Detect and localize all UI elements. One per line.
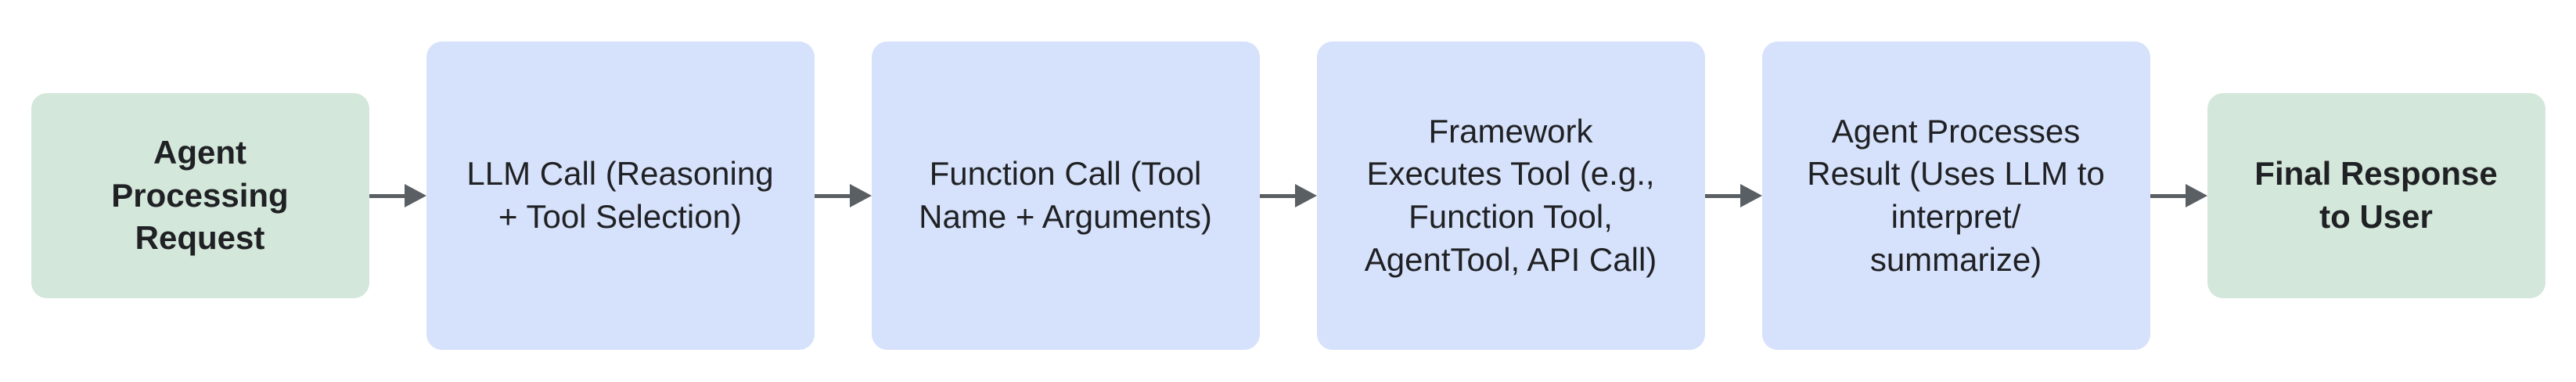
arrow-right-icon xyxy=(1704,184,1762,207)
step-function-call: Function Call (Tool Name + Arguments) xyxy=(871,41,1260,350)
step-label: LLM Call (Reasoning + Tool Selection) xyxy=(466,155,774,235)
step-label: Final Response to User xyxy=(2254,155,2498,235)
step-label: Agent Processing Request xyxy=(111,134,289,257)
arrow-right-icon xyxy=(1259,184,1317,207)
step-label: Agent Processes Result (Uses LLM to inte… xyxy=(1807,112,2105,278)
arrow-head xyxy=(1294,184,1317,207)
agent-tool-flowchart: Agent Processing Request LLM Call (Reaso… xyxy=(31,41,2545,350)
arrow-shaft xyxy=(814,193,850,198)
step-agent-processes-result: Agent Processes Result (Uses LLM to inte… xyxy=(1761,41,2150,350)
arrow-right-icon xyxy=(814,184,872,207)
arrow-shaft xyxy=(2150,193,2186,198)
arrow-head xyxy=(1740,184,1762,207)
step-label: Function Call (Tool Name + Arguments) xyxy=(919,155,1212,235)
arrow-right-icon xyxy=(2150,184,2207,207)
step-final-response-to-user: Final Response to User xyxy=(2207,93,2545,298)
arrow-head xyxy=(404,184,426,207)
arrow-right-icon xyxy=(369,184,426,207)
arrow-shaft xyxy=(1704,193,1740,198)
step-label: Framework Executes Tool (e.g., Function … xyxy=(1364,112,1657,278)
step-framework-executes-tool: Framework Executes Tool (e.g., Function … xyxy=(1316,41,1705,350)
arrow-head xyxy=(2185,184,2207,207)
arrow-shaft xyxy=(1259,193,1295,198)
step-llm-call: LLM Call (Reasoning + Tool Selection) xyxy=(426,41,815,350)
arrow-head xyxy=(849,184,872,207)
step-agent-processing-request: Agent Processing Request xyxy=(31,93,369,298)
arrow-shaft xyxy=(369,193,405,198)
